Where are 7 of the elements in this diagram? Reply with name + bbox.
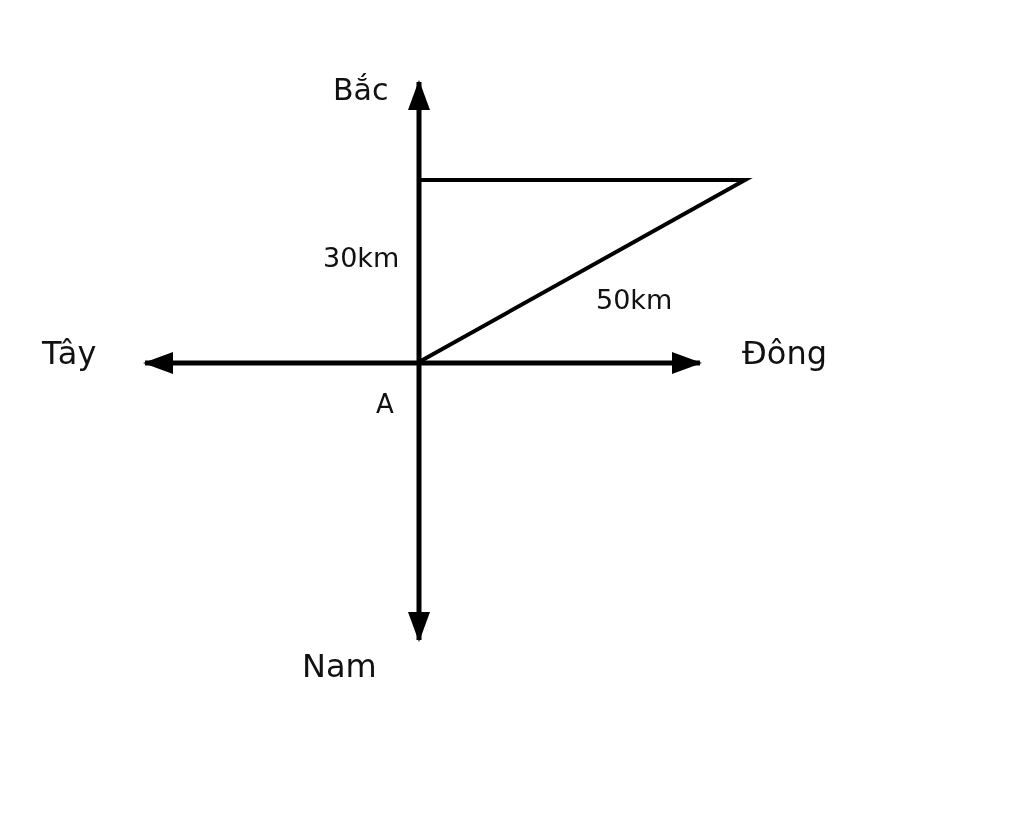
direction-label: Bắc bbox=[333, 75, 389, 105]
direction-label: Nam bbox=[302, 650, 377, 682]
distance-label: 30km bbox=[323, 244, 400, 271]
distance-label: 50km bbox=[596, 286, 673, 313]
direction-label: Tây bbox=[42, 337, 97, 369]
direction-label: Đông bbox=[742, 337, 827, 369]
point-label: A bbox=[376, 391, 394, 417]
